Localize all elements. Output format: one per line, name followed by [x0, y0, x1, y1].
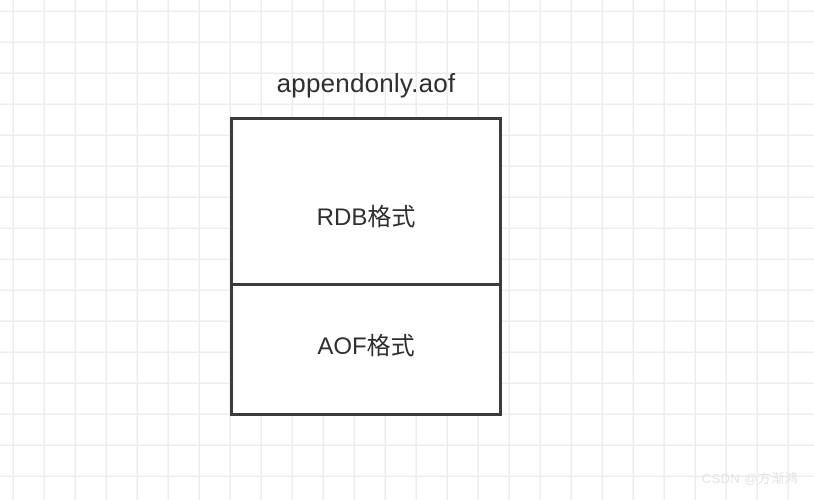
section-rdb-label: RDB格式 [316, 203, 416, 231]
aof-file-box: RDB格式 AOF格式 [230, 117, 502, 416]
page-title: appendonly.aof [276, 68, 456, 98]
section-aof-label: AOF格式 [317, 332, 415, 360]
section-rdb-format: RDB格式 [233, 120, 499, 286]
watermark: CSDN @方渐鸿 [701, 471, 798, 486]
section-aof-format: AOF格式 [233, 286, 499, 413]
